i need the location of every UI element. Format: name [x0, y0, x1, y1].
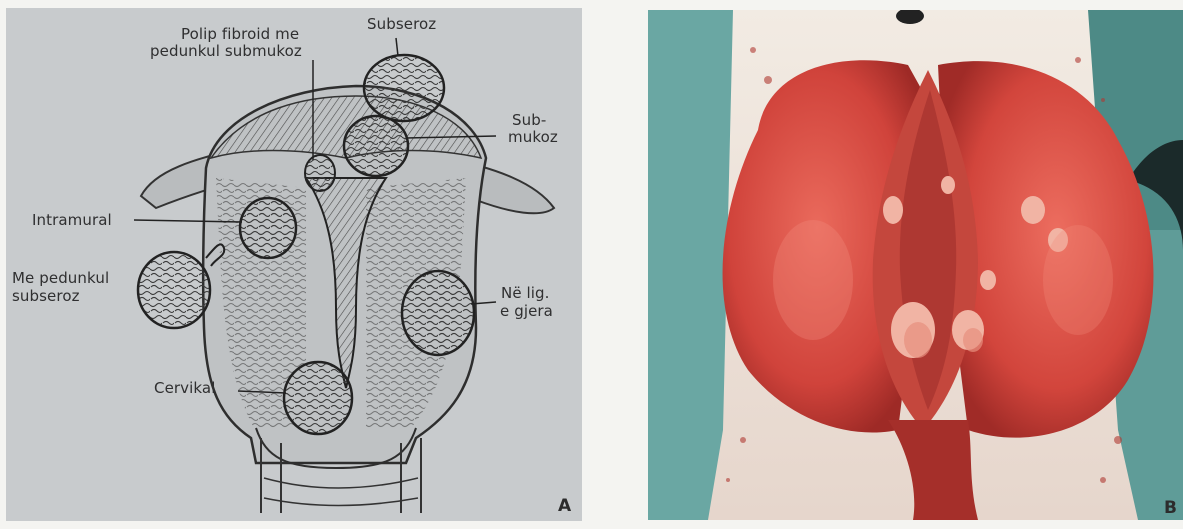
- uterus-drawing: [6, 8, 582, 521]
- fibroid-pedunculated-submucous: [305, 155, 335, 191]
- label-lig-line2: e gjera: [500, 303, 553, 319]
- vaginal-folds: [264, 478, 418, 506]
- label-polip-line2: pedunkul submukoz: [150, 43, 302, 59]
- fibroid-pedunculated-subserous: [138, 252, 210, 328]
- fibroid-broad-ligament: [402, 271, 474, 355]
- label-submukoz-line2: mukoz: [508, 129, 558, 145]
- panel-b-letter: B: [1164, 498, 1177, 518]
- label-subseroz: Subseroz: [367, 16, 436, 32]
- label-submukoz-line1: Sub-: [512, 112, 546, 128]
- label-cervikal: Cervikal: [154, 380, 216, 396]
- fibroid-cervical: [284, 362, 352, 434]
- label-intramural: Intramural: [32, 212, 112, 228]
- fibroid-submucous: [344, 116, 408, 176]
- fibroid-intramural: [240, 198, 296, 258]
- highlight-left: [773, 220, 853, 340]
- fibroid-subserous: [364, 55, 444, 121]
- panel-a-letter: A: [558, 496, 571, 516]
- panel-b-photo: B: [648, 10, 1183, 520]
- panel-a-diagram: Polip fibroid me pedunkul submukoz Subse…: [6, 8, 582, 521]
- label-pedunkul-line1: Me pedunkul: [12, 270, 109, 286]
- label-pedunkul-line2: subseroz: [12, 288, 80, 304]
- label-polip-line1: Polip fibroid me: [181, 26, 299, 42]
- label-lig-line1: Në lig.: [501, 285, 550, 301]
- specimen-photo: [648, 10, 1183, 520]
- highlight-right: [1043, 225, 1113, 335]
